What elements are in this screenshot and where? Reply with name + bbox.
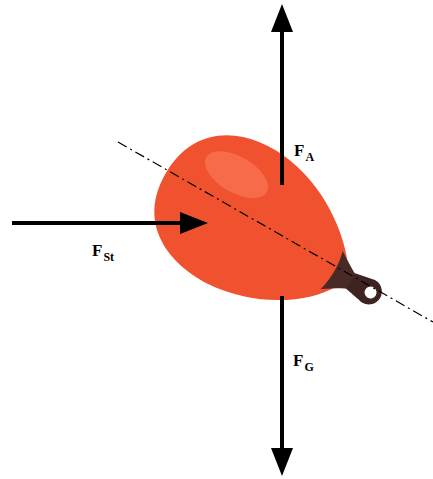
buoy-eye (351, 274, 387, 310)
highlight (197, 142, 276, 208)
force-subscript: St (103, 251, 114, 263)
force-subscript: A (305, 151, 314, 163)
axis-line (118, 142, 433, 322)
eye-hole (362, 284, 378, 300)
force-arrow-right (12, 212, 208, 234)
force-symbol: F (294, 142, 304, 159)
force-arrow-up (271, 4, 293, 185)
force-arrow-down (271, 296, 293, 476)
force-symbol: F (293, 352, 303, 369)
force-symbol: F (92, 242, 102, 259)
buoy (128, 108, 418, 362)
force-subscript: G (304, 361, 313, 373)
